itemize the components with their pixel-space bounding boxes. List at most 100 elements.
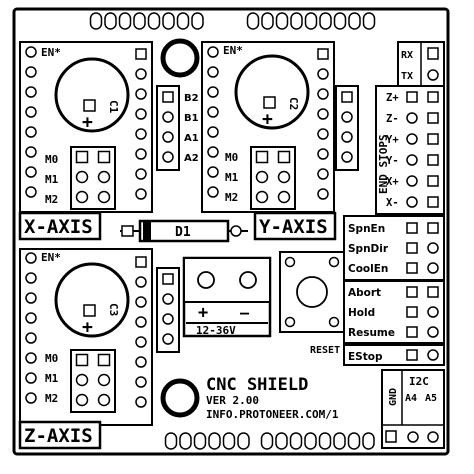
- diode-pad-right: [230, 225, 242, 237]
- end-stops-title: END STOPS: [377, 134, 390, 194]
- header-pad: [318, 432, 332, 450]
- reset-corner-tl: [284, 256, 296, 268]
- y-axis-driver: EN* C2 + M0 M1 M2 Y-AXIS: [201, 41, 337, 241]
- header-pad: [147, 12, 161, 30]
- end-stop-pin: [406, 154, 418, 166]
- header-pad: [362, 12, 376, 30]
- end-stop-label: X+: [386, 176, 399, 188]
- spindle-label: SpnDir: [348, 243, 389, 255]
- end-stop-label: Y+: [386, 134, 399, 146]
- power-plus-label: +: [198, 303, 208, 323]
- driver-pin: [135, 376, 147, 388]
- header-pad: [333, 12, 347, 30]
- driver-pin: [25, 292, 37, 304]
- driver-pin: [135, 68, 147, 80]
- estop-label: EStop: [348, 351, 383, 363]
- header-pad: [304, 432, 317, 450]
- motor-pin: [162, 313, 174, 325]
- header-pad: [176, 12, 190, 30]
- microstep-pin: [277, 190, 291, 204]
- driver-pin: [317, 108, 329, 120]
- driver-pin: [317, 68, 329, 80]
- spindle-label: CoolEn: [348, 263, 388, 275]
- motor-pin-a1: A1: [184, 133, 199, 144]
- i2c-title: I2C: [409, 375, 429, 388]
- spindle-pin-square: [427, 222, 439, 234]
- end-stop-pin-square: [427, 133, 439, 145]
- x-enable-label: EN*: [41, 46, 61, 59]
- z-axis-label-box: [18, 420, 102, 450]
- x-driver-right-pins: [135, 48, 147, 200]
- control-pin: [427, 306, 439, 318]
- z-capacitor-plus: +: [82, 317, 93, 338]
- driver-pin: [25, 126, 37, 138]
- z-motor-header: [156, 267, 180, 353]
- header-pad: [164, 432, 178, 450]
- header-pad: [260, 432, 274, 450]
- y-m2-label: M2: [225, 191, 238, 204]
- z-m0-label: M0: [45, 352, 58, 365]
- reset-button[interactable]: RESET: [279, 251, 345, 356]
- driver-pin-square: [317, 48, 329, 60]
- end-stop-pin-square: [427, 175, 439, 187]
- driver-pin: [25, 86, 37, 98]
- driver-pin: [25, 252, 37, 264]
- board-title: CNC SHIELD: [206, 375, 308, 395]
- driver-pin: [317, 148, 329, 160]
- header-pad: [275, 12, 289, 30]
- top-header-pins: [89, 12, 376, 30]
- microstep-pin: [75, 170, 89, 184]
- reset-plunger[interactable]: [296, 276, 328, 308]
- header-pad: [118, 12, 132, 30]
- control-pin: [427, 326, 439, 338]
- x-axis-driver: EN* C1 + M0 M1 M2 X-AXIS: [18, 41, 153, 241]
- header-pad: [237, 432, 250, 450]
- driver-pin: [135, 128, 147, 140]
- header-pad: [191, 12, 204, 30]
- driver-pin: [25, 272, 37, 284]
- y-axis-label-box: [253, 211, 337, 241]
- control-pin-square: [427, 286, 439, 298]
- driver-pin: [25, 166, 37, 178]
- driver-pin: [207, 46, 219, 58]
- reset-corner-bl: [284, 316, 296, 328]
- mounting-hole-bottom: [160, 378, 200, 418]
- header-pad: [162, 12, 175, 30]
- z-enable-label: EN*: [41, 251, 61, 264]
- driver-pin: [25, 186, 37, 198]
- header-pad: [362, 432, 375, 450]
- driver-pin: [135, 396, 147, 408]
- mounting-hole-top: [160, 38, 200, 78]
- reset-label: RESET: [310, 345, 340, 356]
- x-axis-label-box: [18, 211, 102, 241]
- x-capacitor-label: C1: [107, 100, 120, 114]
- x-motor-header-outline: [156, 85, 180, 171]
- serial-rx-pad: [427, 47, 439, 60]
- x-m1-label: M1: [45, 173, 59, 186]
- end-stop-pin-square: [427, 196, 439, 208]
- power-terminal: + — 12-36V: [182, 256, 272, 338]
- end-stops-block: [375, 85, 445, 215]
- microstep-pin: [97, 170, 111, 184]
- microstep-pin-square: [75, 150, 89, 164]
- end-stop-label: Y-: [386, 155, 399, 167]
- driver-pin: [207, 166, 219, 178]
- motor-pin: [162, 131, 174, 143]
- z-m2-label: M2: [45, 392, 58, 405]
- microstep-pin: [97, 190, 111, 204]
- driver-pin: [317, 168, 329, 180]
- spindle-pin-square: [406, 222, 418, 234]
- driver-pin: [135, 336, 147, 348]
- y-motor-header: [335, 85, 359, 171]
- end-stop-pin: [406, 175, 418, 187]
- end-stop-label: Z+: [386, 92, 399, 104]
- spindle-pin-square: [406, 242, 418, 254]
- motor-pin-square: [162, 91, 174, 103]
- control-label: Abort: [348, 287, 381, 299]
- end-stop-pin-square: [427, 91, 439, 103]
- control-label: Hold: [348, 307, 375, 319]
- driver-pin: [25, 146, 37, 158]
- diode-d1: D1: [120, 219, 248, 243]
